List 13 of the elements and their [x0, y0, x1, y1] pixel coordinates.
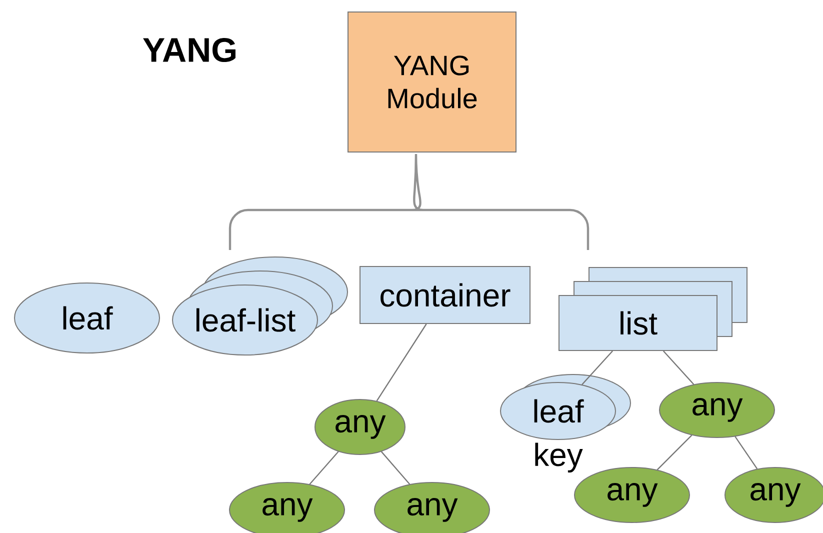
- connector-line: [376, 324, 427, 402]
- stacked-ellipses: leaf-list: [172, 256, 348, 356]
- connector-line: [734, 436, 758, 470]
- connector-line: [582, 350, 613, 385]
- title: YANG: [143, 38, 236, 62]
- connector-line: [309, 451, 339, 485]
- box: container: [360, 266, 530, 324]
- stacked-ellipses: leaf: [500, 374, 631, 440]
- box: YANG Module: [348, 12, 516, 152]
- connector-line: [662, 350, 694, 385]
- stacked-boxes: list: [558, 267, 748, 351]
- connector-line: [656, 434, 692, 470]
- connector-line: [380, 451, 410, 485]
